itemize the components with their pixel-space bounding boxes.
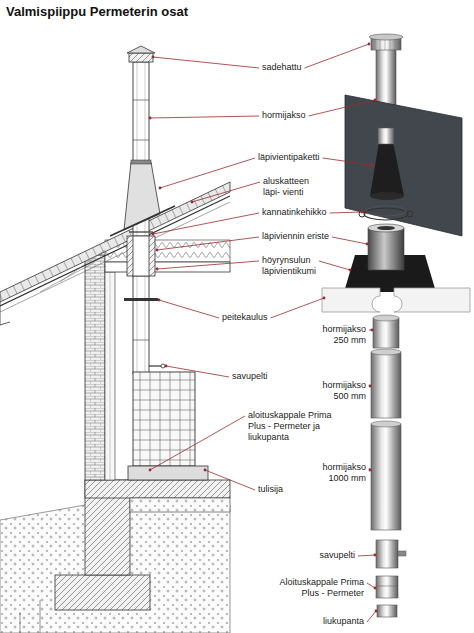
leader-line [330, 212, 362, 213]
leader-line [319, 261, 350, 270]
part-label: aluskatteen läpi- vienti [263, 176, 325, 198]
part-label: hormijakso 1000 mm [312, 462, 366, 484]
part-label: savupelti [232, 371, 282, 382]
title: Valmispiippu Permeterin osat [6, 4, 188, 19]
leader-dot [374, 99, 377, 102]
leader-dot [361, 211, 364, 214]
leader-dot [159, 187, 162, 190]
leader-line [153, 57, 259, 68]
leader-dot [156, 268, 159, 271]
leader-line [150, 116, 259, 118]
leader-line [323, 158, 372, 165]
leader-dot [191, 201, 194, 204]
leader-line [332, 237, 367, 244]
part-label: liukupanta [312, 616, 364, 627]
leader-dot [369, 469, 372, 472]
part-label: tulisija [258, 484, 303, 495]
leader-dot [149, 117, 152, 120]
leader-dot [156, 249, 159, 252]
part-label: Aloituskappale Prima Plus - Permeter [272, 577, 364, 599]
leader-line [157, 237, 259, 250]
leader-dot [366, 243, 369, 246]
part-label: aloituskappale Prima Plus - Permeter ja … [248, 410, 348, 442]
part-label: läpiviennin eriste [262, 231, 342, 242]
leader-line [157, 261, 259, 269]
leader-dot [149, 469, 152, 472]
part-label: hormijakso 250 mm [312, 324, 366, 346]
leader-line [153, 213, 259, 234]
part-label: höyrynsulun läpivientikumi [262, 255, 337, 277]
leader-line [150, 416, 245, 470]
leader-dot [158, 299, 161, 302]
leader-line [305, 44, 369, 68]
leader-dot [152, 233, 155, 236]
leader-line [159, 300, 219, 318]
leader-dot [204, 469, 207, 472]
leader-line [192, 182, 260, 202]
leader-dot [368, 43, 371, 46]
leader-line [309, 100, 375, 116]
leader-dot [374, 587, 377, 590]
leader-dot [349, 269, 352, 272]
leader-line [205, 470, 255, 490]
part-label: savupelti [300, 550, 355, 561]
leader-dot [165, 365, 168, 368]
part-label: läpivientipaketti [258, 152, 338, 163]
leader-dot [375, 610, 378, 613]
part-label: hormijakso [262, 110, 322, 121]
leader-line [271, 298, 324, 318]
leader-line [358, 555, 375, 556]
part-label: hormijakso 500 mm [312, 380, 366, 402]
leader-dot [371, 164, 374, 167]
part-label: kannatinkehikko [262, 207, 342, 218]
leader-dot [323, 297, 326, 300]
leader-dot [152, 56, 155, 59]
leader-dot [369, 385, 372, 388]
leader-line [367, 583, 375, 588]
part-label: peitekaulus [222, 312, 277, 323]
leader-line [367, 611, 376, 622]
part-label: sadehattu [262, 62, 322, 73]
leader-line [160, 158, 255, 188]
leader-dot [374, 554, 377, 557]
leader-dot [371, 329, 374, 332]
leader-line [166, 366, 229, 377]
